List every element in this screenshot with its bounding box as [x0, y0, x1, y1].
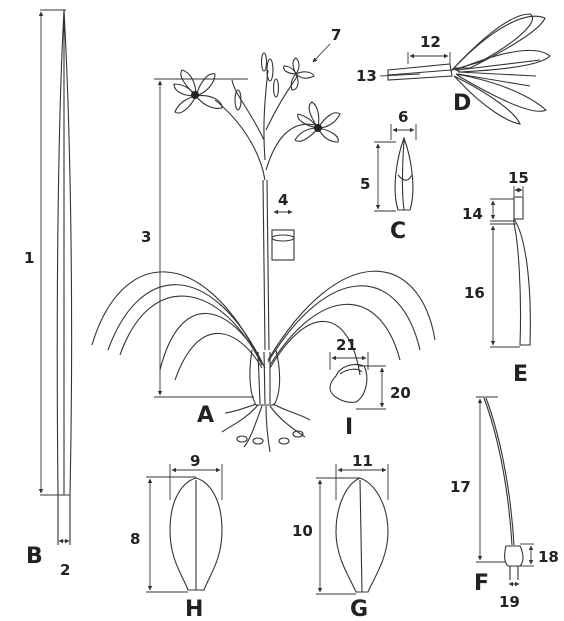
measure-17: 17: [450, 478, 471, 496]
dimension-8: 8: [130, 477, 196, 592]
dimension-2: 2: [59, 541, 70, 579]
dimension-1: 1: [24, 10, 66, 495]
panel-label-a: A: [197, 403, 214, 428]
panel-b-leaf: [57, 10, 71, 545]
measure-21: 21: [336, 336, 357, 354]
dimension-17: 17: [450, 397, 506, 562]
panel-label-d: D: [453, 91, 471, 116]
measure-2: 2: [60, 561, 70, 579]
measure-11: 11: [352, 452, 373, 470]
panel-g-tepal: [336, 478, 388, 592]
measure-10: 10: [292, 522, 313, 540]
dimension-11: 11: [336, 452, 388, 500]
measure-13: 13: [356, 67, 377, 85]
panel-e-stamen: [514, 197, 530, 345]
panel-label-i: I: [345, 415, 353, 440]
dimension-5: 5: [360, 142, 396, 211]
panel-label-f: F: [474, 571, 489, 596]
measure-20: 20: [390, 384, 411, 402]
measure-3: 3: [141, 228, 151, 246]
panel-label-c: C: [390, 219, 406, 244]
measure-14: 14: [462, 205, 483, 223]
panel-label-e: E: [513, 362, 528, 387]
dimension-15: 15: [508, 169, 529, 196]
dimension-6: 6: [391, 108, 416, 140]
dimension-3: 3: [141, 79, 254, 397]
measure-16: 16: [464, 284, 485, 302]
measure-15: 15: [508, 169, 529, 187]
measure-1: 1: [24, 249, 34, 267]
measure-5: 5: [360, 175, 370, 193]
dimension-14: 14: [462, 199, 514, 223]
measure-7: 7: [331, 26, 341, 44]
dimension-16: 16: [464, 224, 520, 347]
dimension-18: 18: [520, 544, 559, 566]
measure-12: 12: [420, 33, 441, 51]
panel-label-h: H: [185, 597, 203, 621]
dimension-4: 4: [274, 191, 292, 212]
dimension-19: 19: [499, 584, 520, 611]
measure-4: 4: [278, 191, 288, 209]
panel-label-b: B: [26, 544, 43, 569]
pointer-7: 7: [313, 26, 341, 62]
measure-19: 19: [499, 593, 520, 611]
measure-18: 18: [538, 548, 559, 566]
measure-6: 6: [398, 108, 408, 126]
measure-8: 8: [130, 530, 140, 548]
panel-i-seed: [330, 364, 367, 402]
panel-f-pistil: [484, 398, 523, 580]
panel-label-g: G: [350, 597, 368, 621]
measure-9: 9: [190, 452, 200, 470]
dimension-20: 20: [356, 366, 411, 409]
panel-a-plant: [92, 53, 435, 452]
panel-h-tepal: [170, 478, 222, 590]
panel-c-bract: [395, 138, 413, 210]
dimension-12: 12: [408, 33, 450, 64]
dimension-10: 10: [292, 478, 360, 594]
